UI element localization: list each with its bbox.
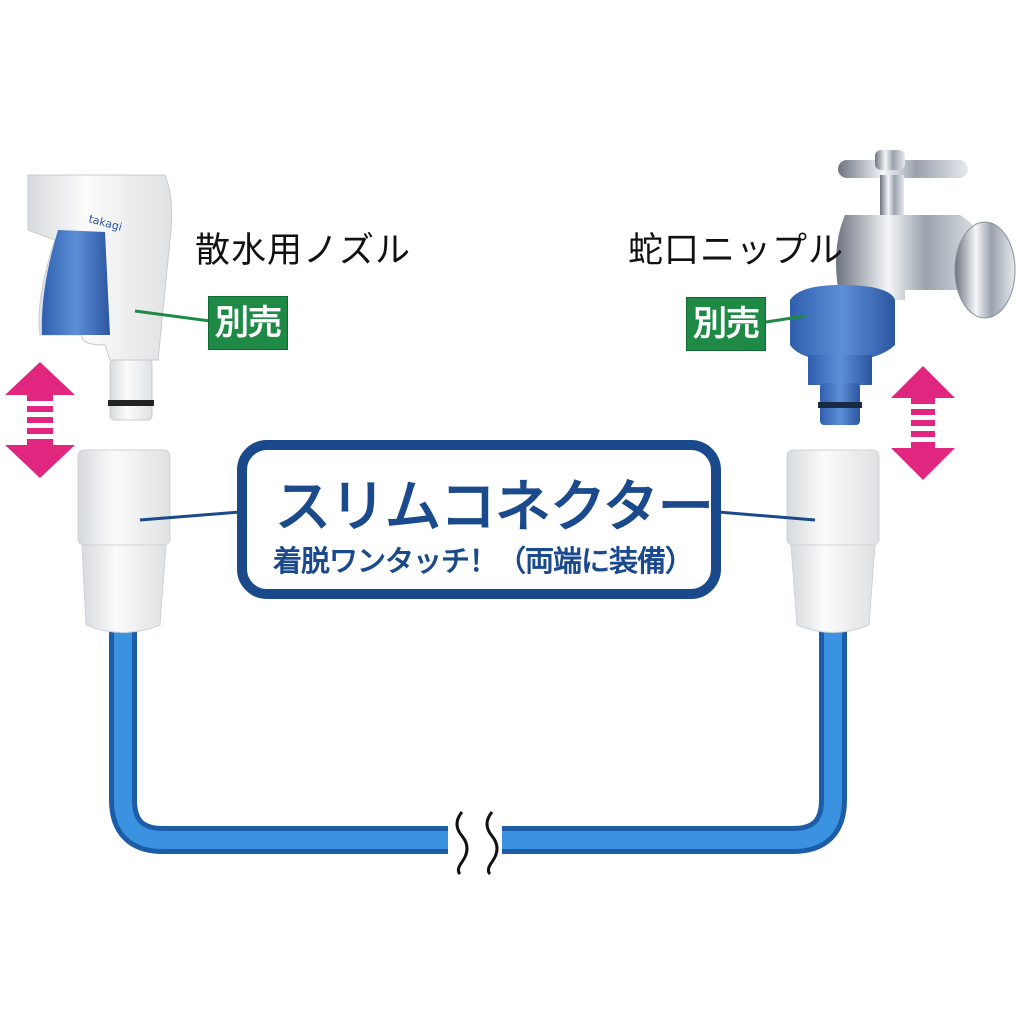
faucet-nipple: [790, 285, 895, 362]
left-slim-connector: [77, 449, 171, 633]
left-leader-line: [134, 309, 211, 323]
hose: [109, 620, 847, 876]
right-connect-arrow-icon: [891, 366, 955, 480]
right-leader-line: [765, 314, 806, 324]
faucet-image: [790, 150, 1016, 425]
left-callout-line: [139, 510, 241, 522]
right-slim-connector: [786, 449, 880, 633]
right-callout-line: [717, 510, 816, 522]
spray-nozzle-image: takagi: [27, 174, 173, 421]
spray-nozzle-label: 散水用ノズル: [195, 231, 412, 271]
sold-separately-badge-right: 別売: [686, 297, 766, 351]
sold-separately-badge-left: 別売: [208, 296, 288, 350]
left-connect-arrow-icon: [5, 362, 75, 478]
nozzle-grip: [41, 230, 110, 335]
callout-title: スリムコネクター: [275, 475, 714, 540]
slim-connector-callout: スリムコネクター 着脱ワンタッチ！（両端に装備）: [237, 440, 721, 599]
faucet-nipple-label: 蛇口ニップル: [628, 231, 845, 271]
callout-subtitle: 着脱ワンタッチ！（両端に装備）: [273, 544, 694, 578]
